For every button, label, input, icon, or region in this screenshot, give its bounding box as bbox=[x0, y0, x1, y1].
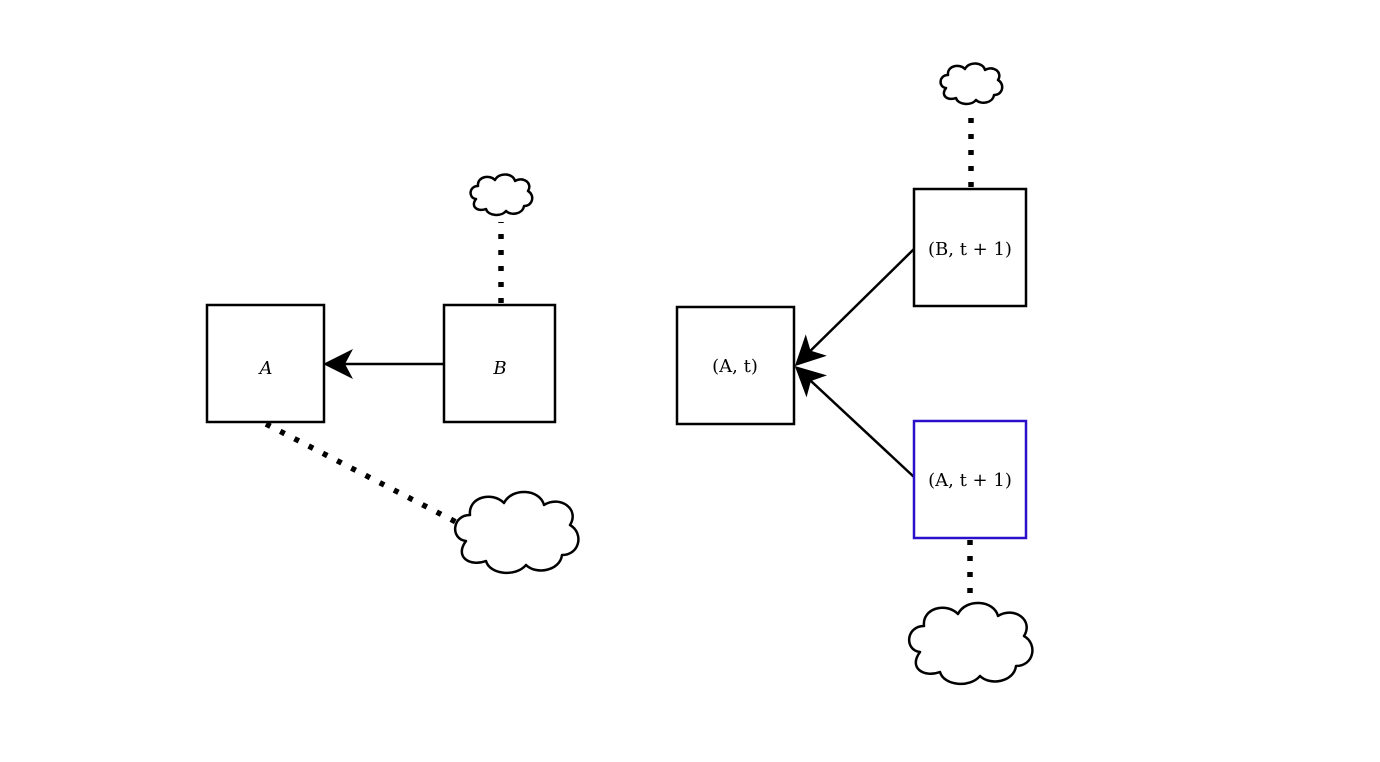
node-b[interactable]: B bbox=[442, 303, 557, 424]
right-diagram: (A, t) (B, t + 1) (A, t + 1) bbox=[675, 62, 1034, 685]
dotted-link-a-cloud bbox=[264, 421, 458, 525]
cloud-icon bbox=[469, 173, 534, 217]
node-a-t1[interactable]: (A, t + 1) bbox=[912, 419, 1028, 540]
node-b-label: B bbox=[492, 358, 506, 379]
cloud-icon bbox=[908, 601, 1034, 685]
cloud-icon bbox=[454, 490, 580, 574]
node-a-t[interactable]: (A, t) bbox=[675, 305, 796, 426]
node-a[interactable]: A bbox=[205, 303, 326, 424]
node-b-t1[interactable]: (B, t + 1) bbox=[912, 187, 1028, 308]
node-b-t1-label: (B, t + 1) bbox=[928, 239, 1012, 260]
node-a-t-label: (A, t) bbox=[712, 356, 758, 377]
edge-at1-to-at bbox=[794, 365, 915, 478]
edge-bt1-to-at bbox=[794, 248, 915, 367]
left-diagram: A B bbox=[205, 173, 580, 574]
node-a-label: A bbox=[258, 358, 273, 379]
cloud-icon bbox=[939, 62, 1004, 106]
node-a-t1-label: (A, t + 1) bbox=[928, 470, 1012, 491]
